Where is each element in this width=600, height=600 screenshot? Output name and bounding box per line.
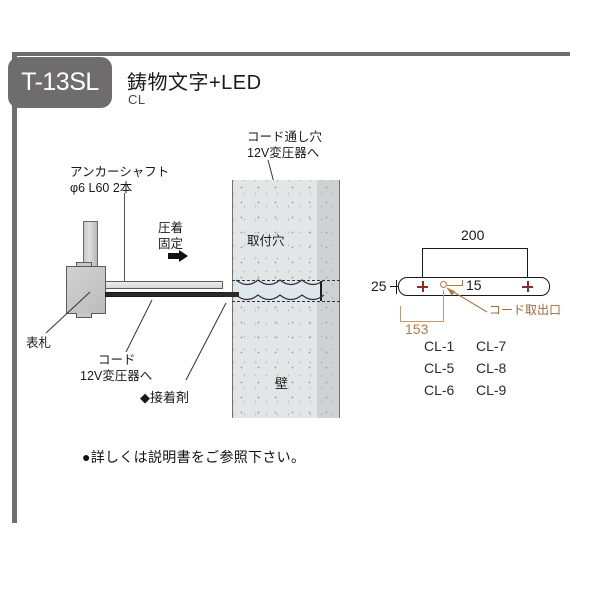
dim-200-line — [422, 248, 528, 250]
header-rule-horizontal — [12, 52, 570, 56]
dim-153-tick-left — [400, 306, 402, 322]
cord-outlet-label: コード取出口 — [489, 303, 562, 317]
cord-outlet-icon — [440, 281, 447, 288]
dim-200-tick-left — [422, 248, 424, 280]
cord-through-hole-label-line1: コード通し穴 — [247, 130, 323, 144]
press-fix-label-line1: 圧着 — [158, 221, 184, 235]
mount-hole-label: 取付穴 — [245, 234, 287, 249]
anchor-shaft-vertical — [83, 221, 98, 268]
page-title: 鋳物文字+LED — [127, 72, 262, 94]
footer-note: ●詳しくは説明書をご参照下さい。 — [82, 449, 306, 465]
nameplate-tab-bottom — [76, 313, 92, 318]
nameplate-label: 表札 — [26, 336, 52, 350]
adhesive-label: ◆接着剤 — [140, 390, 189, 405]
dim-153-label: 153 — [405, 321, 429, 337]
model-item: CL-7 — [476, 338, 507, 354]
press-fix-label-line2: 固定 — [158, 237, 184, 251]
dim-200-label: 200 — [461, 227, 485, 243]
model-item: CL-6 — [424, 382, 455, 398]
cord-entering-wall — [223, 292, 239, 297]
model-item: CL-5 — [424, 360, 455, 376]
dim-153-line — [400, 321, 444, 323]
scallop-bottom — [236, 294, 324, 303]
dim-25-label: 25 — [371, 278, 387, 294]
page-subtitle: CL — [128, 92, 146, 107]
dashed-line-top — [232, 280, 340, 281]
nameplate-body — [66, 266, 106, 314]
dim-15-line — [447, 285, 463, 287]
anchor-shaft-label-line2: φ6 L60 2本 — [70, 181, 133, 195]
mount-point-left-icon — [417, 281, 428, 292]
wall-label: 壁 — [275, 376, 289, 391]
nameplate-tab-top — [76, 262, 92, 267]
frame-rule-vertical — [12, 52, 17, 523]
anchor-leader-line — [124, 193, 125, 283]
wall-shadow-strip — [317, 180, 339, 418]
mount-point-right-icon — [522, 281, 533, 292]
model-item: CL-8 — [476, 360, 507, 376]
dim-200-tick-right — [527, 248, 529, 280]
product-code-label: T-13SL — [21, 68, 99, 96]
dim-25-line — [390, 286, 398, 288]
dashed-line-bottom — [232, 301, 340, 302]
dim-153-tick-right — [443, 290, 445, 322]
scallop-top — [236, 279, 324, 288]
anchor-shaft-horizontal — [105, 281, 223, 289]
cord-through-hole-label-line2: 12V変圧器へ — [247, 146, 320, 160]
model-item: CL-1 — [424, 338, 455, 354]
model-item: CL-9 — [476, 382, 507, 398]
model-list: CL-1 CL-7 CL-5 CL-8 CL-6 CL-9 — [424, 338, 528, 404]
dim-15-tick — [462, 280, 464, 286]
dim-15-label: 15 — [466, 277, 482, 293]
product-code-badge: T-13SL — [8, 57, 112, 108]
cord-label-line1: コード — [98, 353, 136, 367]
cord-line — [105, 292, 227, 297]
cord-label-line2: 12V変圧器へ — [80, 369, 153, 383]
anchor-shaft-label-line1: アンカーシャフト — [70, 165, 170, 179]
